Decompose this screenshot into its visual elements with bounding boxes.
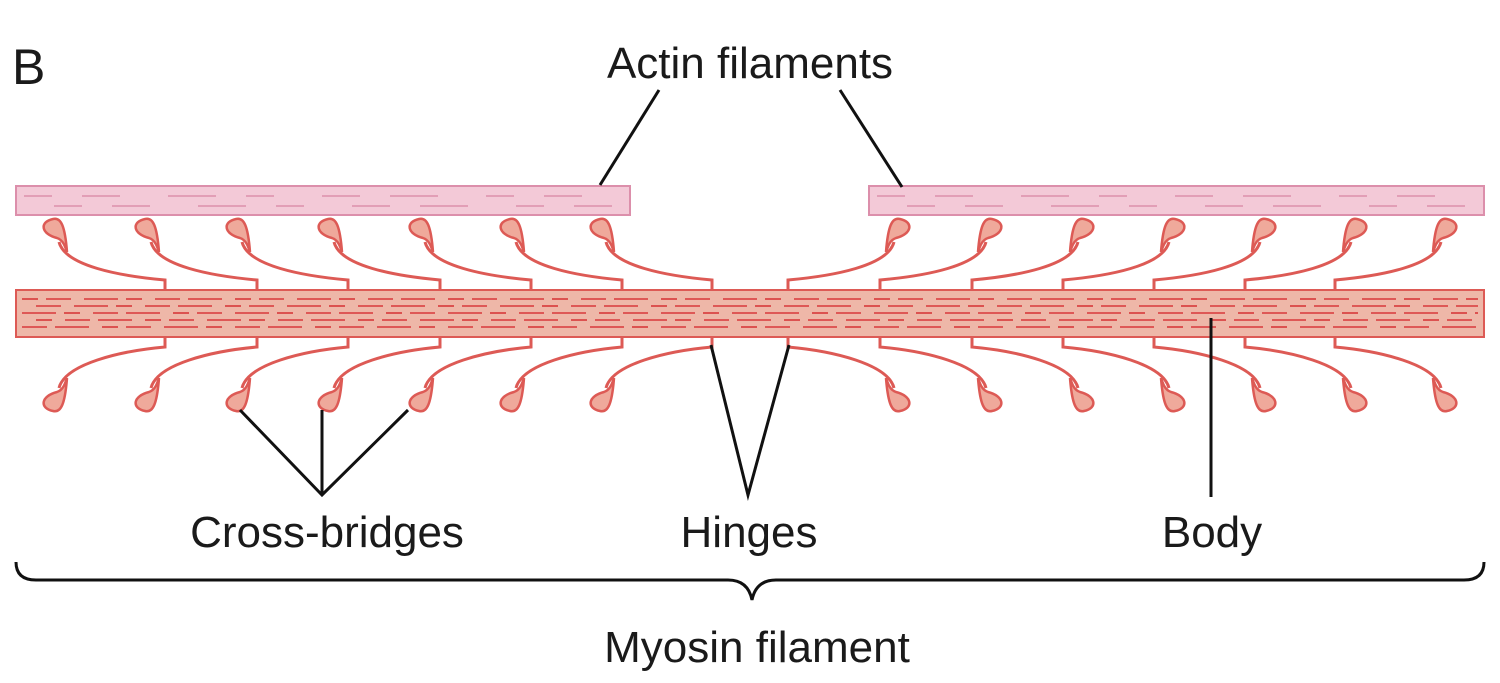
cross-bridge-arm xyxy=(1333,241,1443,290)
myosin-body xyxy=(15,289,1485,338)
cross-bridge-arm xyxy=(332,241,442,290)
cross-bridge-arm xyxy=(57,337,167,389)
actin-leader-right xyxy=(838,89,904,188)
cross-bridge-head xyxy=(499,217,526,253)
cross-bridge-head xyxy=(1431,217,1458,253)
cross-bridge-head xyxy=(589,377,616,413)
cross-bridge-arm xyxy=(970,241,1080,290)
cross-bridge-heads xyxy=(42,217,1458,413)
cross-bridge-arm xyxy=(240,241,350,290)
cross-bridge-arm xyxy=(1061,337,1171,389)
actin-filament-right xyxy=(868,185,1485,216)
actin-filament-left xyxy=(15,185,631,216)
actin-filaments xyxy=(15,185,1485,216)
cross-bridge-arm xyxy=(604,337,714,389)
cross-bridge-head xyxy=(225,377,252,413)
hinges-label: Hinges xyxy=(681,508,818,557)
cross-bridge-head xyxy=(134,377,161,413)
cross-bridge-arm xyxy=(332,337,442,389)
cross-bridge-arm xyxy=(514,241,624,290)
cross-bridge-head xyxy=(408,217,435,253)
cross-bridges-label: Cross-bridges xyxy=(190,508,464,557)
cross-bridge-head xyxy=(1341,217,1368,253)
cross-bridge-arm xyxy=(423,241,533,290)
cross-bridge-head xyxy=(976,377,1003,413)
cross-bridge-arm xyxy=(1243,337,1353,389)
myosin-filament-label: Myosin filament xyxy=(604,623,910,672)
cross-bridge-arm xyxy=(786,337,896,389)
cross-bridge-arm xyxy=(878,241,988,290)
cross-bridge-head xyxy=(134,217,161,253)
cross-bridge-arm xyxy=(149,337,259,389)
cross-bridge-arm xyxy=(604,241,714,290)
cross-bridge-head xyxy=(884,377,911,413)
myosin-dashes xyxy=(22,298,1478,328)
cross-bridge-head xyxy=(317,377,344,413)
cross-bridge-head xyxy=(1250,217,1277,253)
cross-bridge-arm xyxy=(970,337,1080,389)
cross-bridge-head xyxy=(1068,217,1095,253)
cross-bridge-head xyxy=(976,217,1003,253)
cross-bridge-arm xyxy=(57,241,167,290)
cross-bridge-head xyxy=(884,217,911,253)
cross-bridge-arm xyxy=(514,337,624,389)
body-label: Body xyxy=(1162,508,1262,557)
cross-bridge-arm xyxy=(149,241,259,290)
cross-bridge-arm xyxy=(878,337,988,389)
myosin-brace xyxy=(14,561,1486,601)
cross-bridge-head xyxy=(1250,377,1277,413)
cross-bridge-head xyxy=(1431,377,1458,413)
cross-bridge-head xyxy=(42,377,69,413)
cross-bridge-arm xyxy=(240,337,350,389)
actin-dashes xyxy=(24,195,1465,207)
cross-bridge-head xyxy=(225,217,252,253)
cross-bridge-arm xyxy=(1243,241,1353,290)
cross-bridge-head xyxy=(1068,377,1095,413)
panel-letter: B xyxy=(12,39,45,95)
cross-bridge-head xyxy=(1159,217,1186,253)
cross-bridge-arm xyxy=(786,241,896,290)
cross-bridge-arm xyxy=(1152,241,1262,290)
cross-bridge-head xyxy=(1159,377,1186,413)
cross-bridge-head xyxy=(408,377,435,413)
cross-bridge-head xyxy=(589,217,616,253)
cross-bridge-head xyxy=(1341,377,1368,413)
leader-lines xyxy=(238,89,1213,501)
cross-bridge-head xyxy=(499,377,526,413)
actin-filaments-label: Actin filaments xyxy=(607,39,893,88)
actin-leader-left xyxy=(598,89,661,186)
hinges-leader xyxy=(709,344,791,501)
cross-bridges-leader xyxy=(238,408,410,498)
cross-bridge-arm xyxy=(1333,337,1443,389)
cross-bridge-arm xyxy=(1061,241,1171,290)
cross-bridge-arm xyxy=(1152,337,1262,389)
cross-bridge-arms xyxy=(57,241,1443,389)
cross-bridge-arm xyxy=(423,337,533,389)
cross-bridge-head xyxy=(42,217,69,253)
cross-bridge-head xyxy=(317,217,344,253)
